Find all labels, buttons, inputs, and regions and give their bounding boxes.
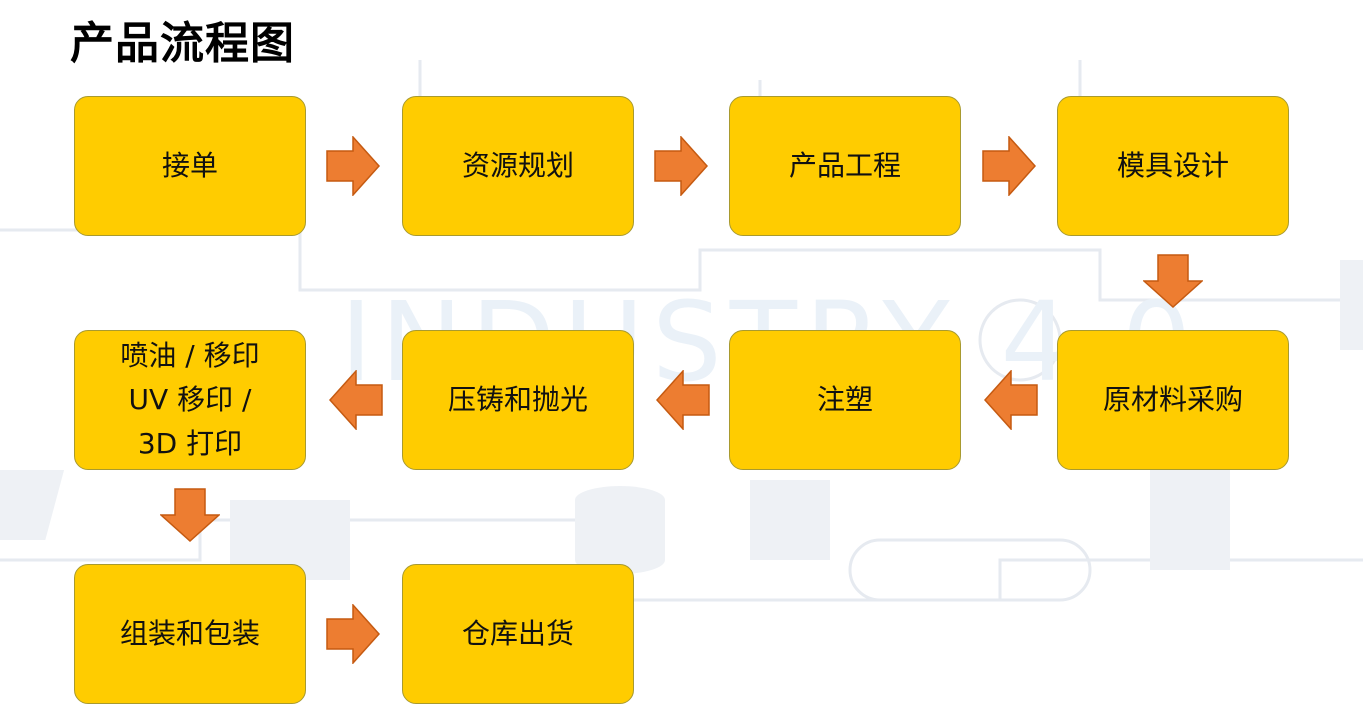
step-box-order: 接单 bbox=[74, 96, 306, 236]
step-box-resource-planning: 资源规划 bbox=[402, 96, 634, 236]
arrow-left-icon bbox=[984, 370, 1038, 430]
step-box-product-engineering: 产品工程 bbox=[729, 96, 961, 236]
step-box-warehouse-shipping: 仓库出货 bbox=[402, 564, 634, 704]
step-box-die-casting-polishing: 压铸和抛光 bbox=[402, 330, 634, 470]
arrow-down-icon bbox=[160, 488, 220, 542]
step-box-injection-molding: 注塑 bbox=[729, 330, 961, 470]
arrow-right-icon bbox=[326, 136, 380, 196]
arrow-down-icon bbox=[1143, 254, 1203, 308]
arrow-left-icon bbox=[329, 370, 383, 430]
arrow-right-icon bbox=[982, 136, 1036, 196]
step-box-spray-printing: 喷油 / 移印 UV 移印 / 3D 打印 bbox=[74, 330, 306, 470]
step-box-material-purchase: 原材料采购 bbox=[1057, 330, 1289, 470]
arrow-right-icon bbox=[326, 604, 380, 664]
step-box-assembly-packaging: 组装和包装 bbox=[74, 564, 306, 704]
arrow-left-icon bbox=[656, 370, 710, 430]
step-box-mold-design: 模具设计 bbox=[1057, 96, 1289, 236]
arrow-right-icon bbox=[654, 136, 708, 196]
page-title: 产品流程图 bbox=[70, 18, 295, 69]
